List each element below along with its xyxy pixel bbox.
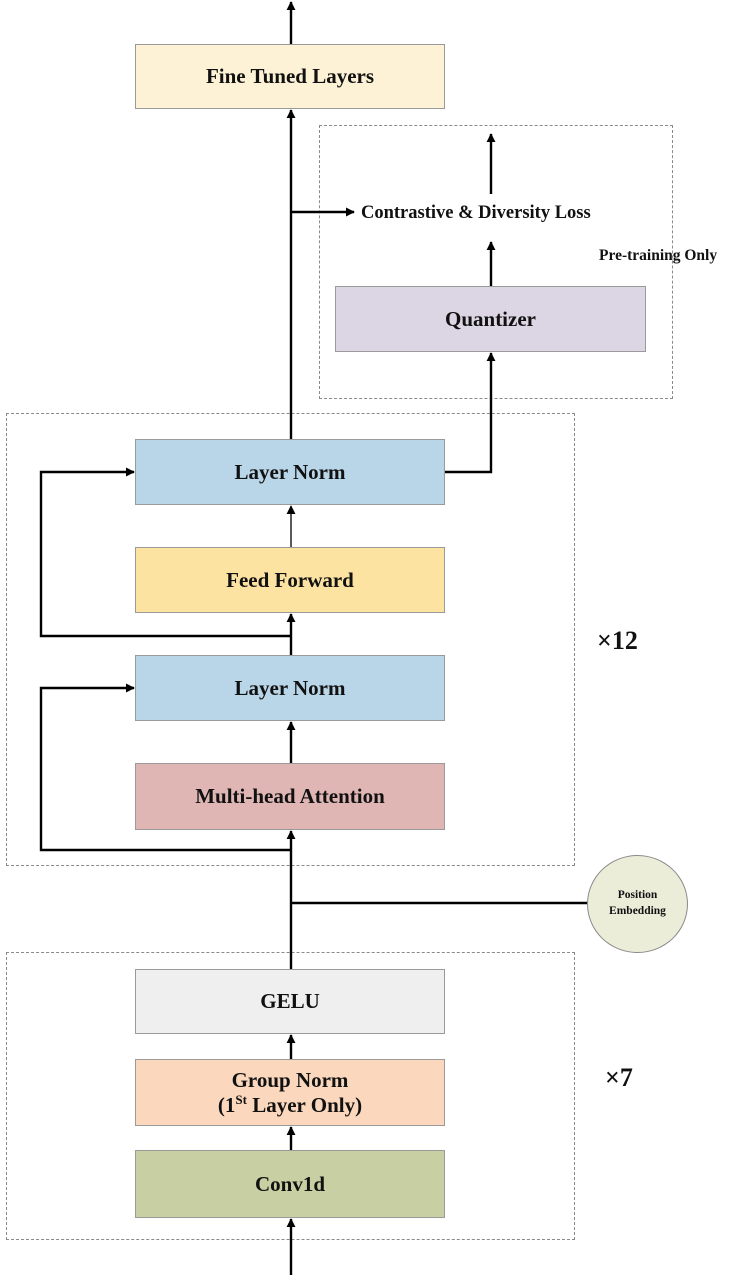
pretraining-region (319, 125, 673, 399)
feed-forward-block: Feed Forward (135, 547, 445, 613)
multi-head-attention-label: Multi-head Attention (195, 784, 385, 809)
layer-norm-bottom-label: Layer Norm (234, 675, 346, 700)
group-norm-block: Group Norm (1St Layer Only) (135, 1059, 445, 1126)
layer-norm-bottom-block: Layer Norm (135, 655, 445, 721)
layer-norm-top-label: Layer Norm (234, 459, 346, 484)
contrastive-diversity-loss-label: Contrastive & Diversity Loss (361, 203, 591, 223)
group-norm-label: Group Norm (231, 1068, 349, 1093)
quantizer-block: Quantizer (335, 286, 646, 352)
fine-tuned-layers-block: Fine Tuned Layers (135, 44, 445, 109)
quantizer-label: Quantizer (445, 306, 536, 331)
fine-tuned-layers-label: Fine Tuned Layers (205, 64, 375, 89)
position-embedding-line1: Position (617, 889, 658, 902)
group-norm-sublabel: (1St Layer Only) (217, 1091, 363, 1117)
feed-forward-label: Feed Forward (226, 567, 354, 592)
conv1d-label: Conv1d (254, 1171, 326, 1196)
pretraining-only-label: Pre-training Only (599, 247, 718, 264)
position-embedding-circle: Position Embedding (587, 855, 688, 953)
gelu-block: GELU (135, 969, 445, 1034)
conv1d-block: Conv1d (135, 1150, 445, 1218)
layer-norm-top-block: Layer Norm (135, 439, 445, 505)
gelu-label: GELU (260, 989, 320, 1014)
repeat-x7-label: ×7 (605, 1063, 633, 1092)
repeat-x12-label: ×12 (597, 626, 638, 655)
position-embedding-line2: Embedding (609, 905, 666, 917)
multi-head-attention-block: Multi-head Attention (135, 763, 445, 830)
